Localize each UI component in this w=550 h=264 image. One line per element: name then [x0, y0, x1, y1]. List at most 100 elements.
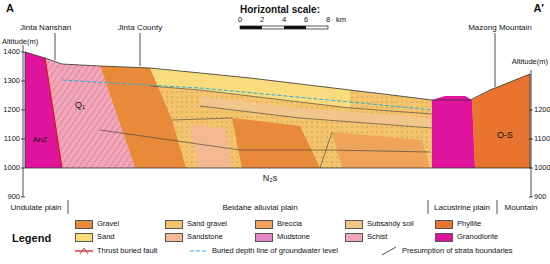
section-line: [497, 200, 498, 214]
axis-value: 1400: [3, 48, 20, 56]
section-line: [68, 200, 69, 214]
scale-number: 8: [326, 16, 330, 24]
scale-number: 4: [282, 16, 286, 24]
legend-swatch: [75, 233, 93, 242]
axis-title: Altitude(m): [512, 58, 548, 66]
axis-value: 1000: [534, 164, 550, 172]
section-end-mark: A: [6, 3, 14, 14]
scale-unit: km: [336, 16, 346, 24]
place-name: Jinta Nanshan: [20, 24, 71, 32]
axis-value: 1300: [3, 77, 20, 85]
legend-swatch: [165, 220, 183, 229]
legend-text: Mudstone: [277, 233, 310, 241]
stratum-code: N₂s: [263, 174, 278, 183]
section-line: [21, 81, 25, 82]
axis-title: Altitude(m): [2, 38, 38, 46]
section-polyline: [100, 130, 430, 152]
section-line: [140, 33, 141, 66]
section-rect: [240, 26, 262, 29]
landform-name: Undulate plain: [10, 204, 61, 212]
legend-text: Buried depth line of groundwater level: [212, 247, 338, 255]
section-line: [529, 110, 533, 111]
legend-text: Phyllite: [457, 220, 481, 228]
section-polygon: [232, 118, 320, 168]
legend-text: Gravel: [97, 220, 119, 228]
legend-text: Subsandy soil: [367, 220, 414, 228]
section-line: [529, 139, 533, 140]
section-polygon: [25, 52, 530, 168]
section-line: [21, 139, 25, 140]
legend-swatch: [435, 220, 453, 229]
legend-swatch: [435, 233, 453, 242]
axis-value: 1100: [4, 135, 20, 143]
section-line: [23, 45, 24, 197]
section-end-mark: A′: [533, 3, 544, 14]
legend-text: Breccia: [277, 220, 302, 228]
section-polygon: [25, 52, 530, 168]
landform-name: Lacustrine plain: [434, 204, 490, 212]
section-polygon: [432, 96, 475, 168]
section-polygon: [25, 52, 62, 168]
section-line: [428, 200, 429, 214]
stratum-code: Q₁: [75, 101, 85, 110]
section-line: [75, 250, 93, 251]
section-line: [21, 168, 25, 169]
scale-number: 0: [238, 16, 242, 24]
section-line: [45, 58, 62, 168]
section-line: [529, 197, 533, 198]
section-g: [100, 86, 432, 168]
section-line: [495, 33, 496, 87]
section-polyline: [200, 106, 432, 128]
section-rect: [240, 26, 328, 29]
legend-text: Presumption of strata boundaries: [402, 247, 512, 255]
section-line: [190, 251, 208, 252]
section-polyline: [62, 80, 432, 110]
legend-swatch: [345, 220, 363, 229]
legend-swatch: [255, 220, 273, 229]
section-line: [531, 70, 532, 197]
section-g: [55, 33, 497, 214]
section-line: [21, 52, 25, 53]
section-polyline: [80, 248, 88, 254]
section-rect: [284, 26, 306, 29]
scale-number: 2: [260, 16, 264, 24]
legend-swatch: [75, 220, 93, 229]
section-polygon: [190, 125, 232, 168]
section-line: [529, 168, 533, 169]
stratum-code: O-S: [497, 131, 513, 140]
scale-title: Horizontal scale:: [240, 5, 320, 15]
section-line: [55, 33, 56, 60]
section-polyline: [172, 118, 232, 120]
place-name: Mazong Mountain: [468, 24, 532, 32]
landform-name: Beidahe alluvial plain: [222, 204, 297, 212]
section-polygon: [25, 52, 530, 168]
section-g: [21, 45, 533, 197]
section-line: [382, 247, 396, 255]
place-name: Jinta County: [118, 24, 162, 32]
section-line: [21, 110, 25, 111]
axis-value: 1100: [534, 135, 550, 143]
legend-swatch: [165, 233, 183, 242]
section-polyline: [150, 86, 432, 114]
axis-value: 900: [534, 193, 547, 201]
legend-swatch: [255, 233, 273, 242]
stratum-code: AnZ: [33, 136, 48, 144]
landform-name: Mountain: [505, 204, 538, 212]
axis-value: 900: [7, 193, 20, 201]
scale-number: 6: [304, 16, 308, 24]
legend-text: Granodiorite: [457, 233, 498, 241]
legend-swatch: [345, 233, 363, 242]
legend-text: Thrust buried fault: [97, 247, 157, 255]
legend-title: Legend: [12, 233, 51, 244]
legend-text: Sandstone: [187, 233, 223, 241]
section-polygon: [472, 74, 530, 168]
axis-value: 1200: [534, 106, 550, 114]
legend-text: Sand: [97, 233, 115, 241]
section-line: [21, 197, 25, 198]
section-polygon: [332, 132, 430, 168]
legend-text: Sand gravel: [187, 220, 227, 228]
legend-text: Schist: [367, 233, 387, 241]
axis-value: 1200: [3, 106, 20, 114]
axis-value: 1000: [3, 164, 20, 172]
